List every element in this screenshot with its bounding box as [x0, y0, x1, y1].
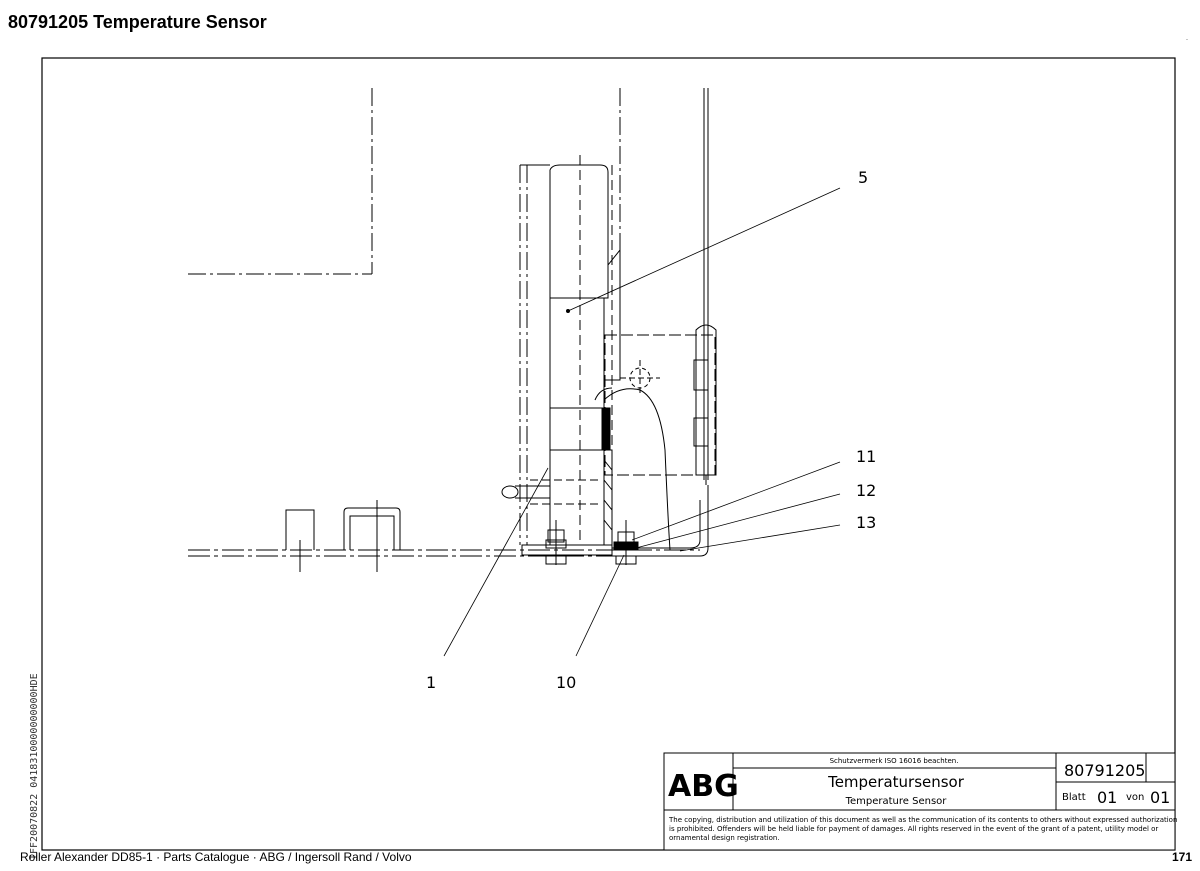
von-value: 01: [1150, 788, 1170, 807]
part-number: 80791205: [1064, 761, 1145, 780]
leader-lines: [443, 187, 841, 657]
callout-13: 13: [856, 513, 876, 532]
footer-catalogue-info: Roller Alexander DD85-1 · Parts Catalogu…: [20, 850, 412, 864]
von-label: von: [1126, 792, 1144, 803]
copyright-line-3: ornamental design registration.: [669, 834, 780, 842]
page-title: 80791205 Temperature Sensor: [8, 12, 267, 32]
title-block: ABG Schutzvermerk ISO 16016 beachten. Te…: [663, 752, 1177, 851]
title-de: Temperatursensor: [827, 773, 965, 791]
side-document-code: IFF20070822 0418310000000000HDE: [29, 673, 40, 860]
callout-11: 11: [856, 447, 876, 466]
drawing-frame: [41, 57, 1176, 851]
page-number: 171: [1171, 850, 1192, 864]
bolt-right: [613, 520, 639, 565]
protection-note: Schutzvermerk ISO 16016 beachten.: [830, 757, 959, 765]
copyright-line-2: is prohibited. Offenders will be held li…: [669, 825, 1158, 833]
bolt-left: [545, 520, 567, 565]
drawing-linework: [188, 88, 841, 657]
copyright-line-1: The copying, distribution and utilizatio…: [668, 816, 1177, 824]
title-en: Temperature Sensor: [845, 796, 948, 807]
callout-5: 5: [858, 168, 868, 187]
callout-12: 12: [856, 481, 876, 500]
blatt-label: Blatt: [1062, 792, 1086, 803]
abg-logo: ABG: [668, 769, 739, 804]
corner-mark: ˆ: [1186, 40, 1188, 46]
callout-10: 10: [556, 673, 576, 692]
blatt-value: 01: [1097, 788, 1117, 807]
callout-1: 1: [426, 673, 436, 692]
